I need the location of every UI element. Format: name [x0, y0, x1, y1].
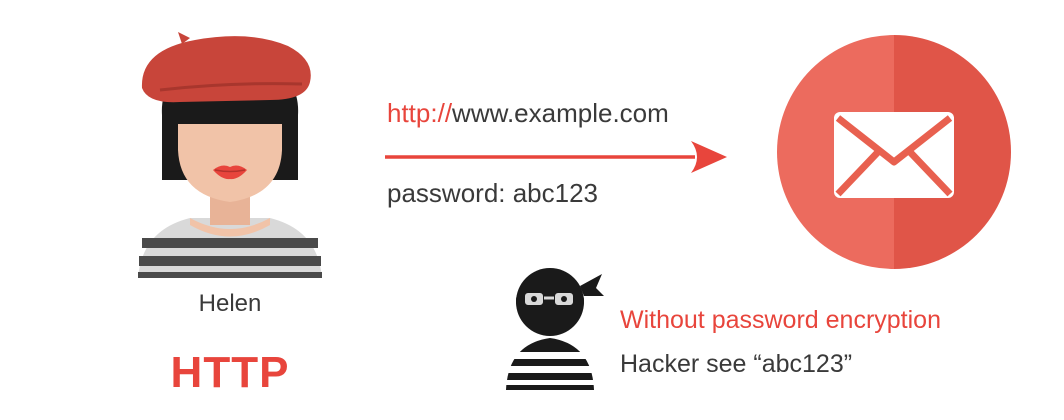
hacker-observation-text: Hacker see “abc123”: [620, 350, 852, 379]
beret: [142, 32, 311, 102]
url-scheme: http://: [387, 98, 452, 128]
woman-avatar-icon: [120, 20, 340, 285]
hacker-icon: [498, 262, 608, 392]
user-name: Helen: [140, 290, 320, 318]
mail-envelope-icon: [776, 34, 1012, 270]
striped-shirt: [138, 218, 322, 278]
url-host: www.example.com: [452, 98, 669, 128]
protocol-label: HTTP: [130, 348, 330, 398]
arrow-right-icon: [385, 138, 730, 178]
warning-text: Without password encryption: [620, 306, 941, 335]
password-text: password: abc123: [387, 178, 598, 209]
request-url: http://www.example.com: [387, 98, 669, 129]
